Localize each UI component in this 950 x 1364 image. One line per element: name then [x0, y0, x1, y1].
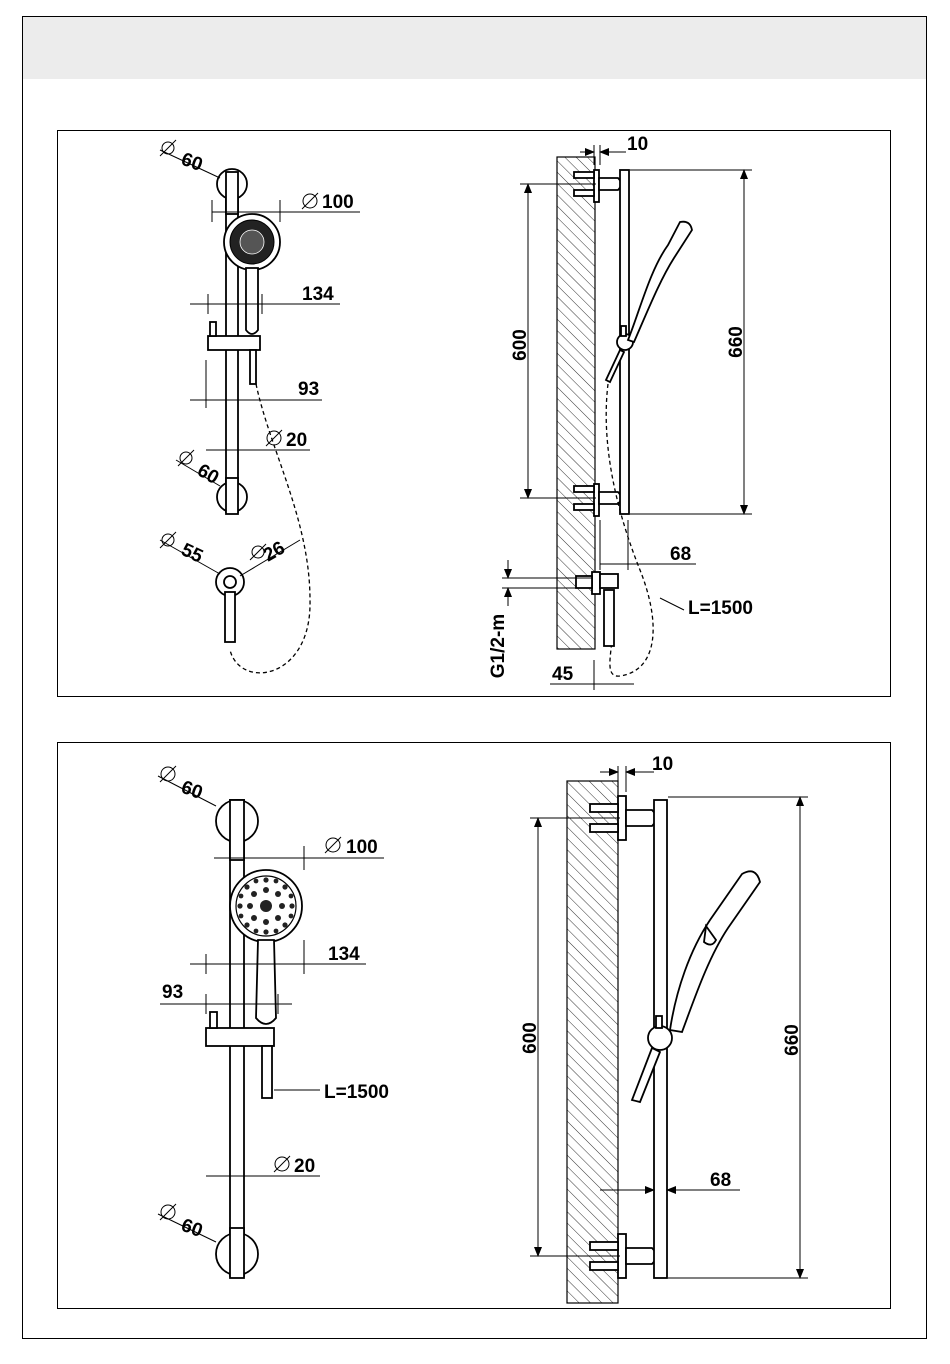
label-connection: G1/2-m [488, 614, 509, 678]
dim-outlet-depth: 45 [552, 664, 574, 685]
top-front-view: 60 100 134 93 20 60 55 [160, 140, 360, 673]
dim-top-bracket: 60 [178, 149, 205, 176]
dim-rail-length: 660 [726, 326, 747, 358]
shower-head-icon [628, 222, 692, 342]
dim-handle: 134 [302, 284, 334, 305]
dim-wall-gap: 10 [627, 134, 648, 155]
dim-holder-offset: 93 [298, 379, 319, 400]
dim-rail-diameter: 20 [286, 430, 307, 451]
dim-head-diameter: 100 [322, 192, 354, 213]
hose [230, 384, 310, 673]
top-side-view: 10 600 660 68 L=1500 G1/2-m 45 [488, 134, 753, 690]
slider-holder [208, 336, 260, 350]
panel-bottom [57, 742, 891, 1309]
dim-outlet-inner: 26 [260, 538, 289, 567]
handle [246, 268, 258, 334]
dim-projection: 68 [670, 544, 691, 565]
label-hose-length: L=1500 [688, 598, 753, 619]
dim-bracket-spacing: 600 [510, 329, 531, 361]
